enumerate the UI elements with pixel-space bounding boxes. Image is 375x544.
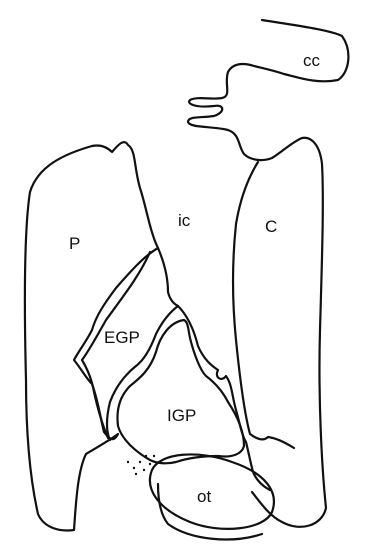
label-p: P — [69, 234, 80, 253]
label-ic: ic — [178, 211, 191, 230]
label-igp: IGP — [167, 406, 196, 425]
caudate-outline — [233, 162, 294, 448]
label-c: C — [265, 217, 277, 236]
label-ot: ot — [197, 487, 211, 506]
label-cc: cc — [303, 51, 321, 70]
optic-tract-outline — [150, 454, 274, 528]
corpus-callosum-outline — [188, 20, 348, 527]
igp-outer-outline — [178, 306, 270, 490]
label-egp: EGP — [104, 328, 140, 347]
